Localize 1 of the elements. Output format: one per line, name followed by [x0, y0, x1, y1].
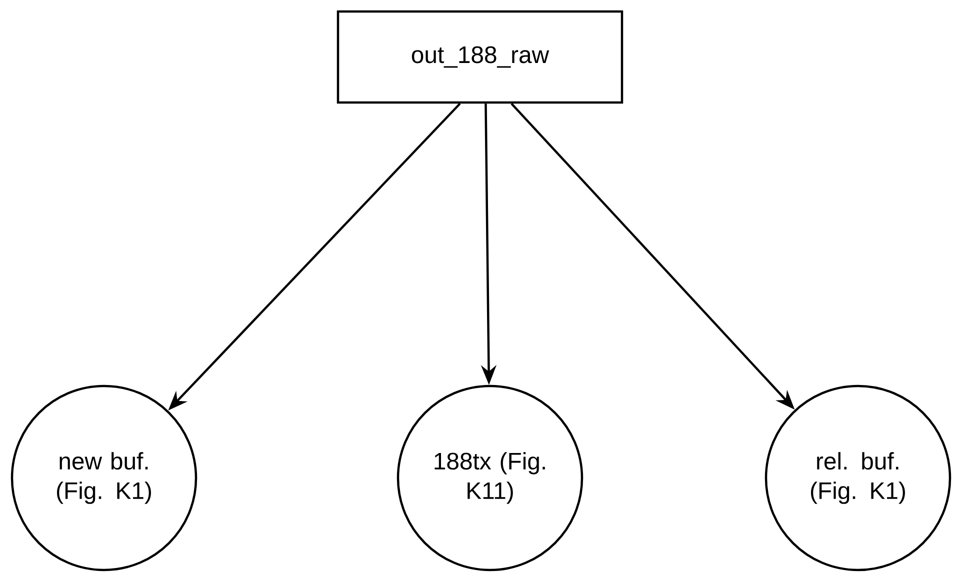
process-box: out_188_raw	[336, 10, 624, 104]
